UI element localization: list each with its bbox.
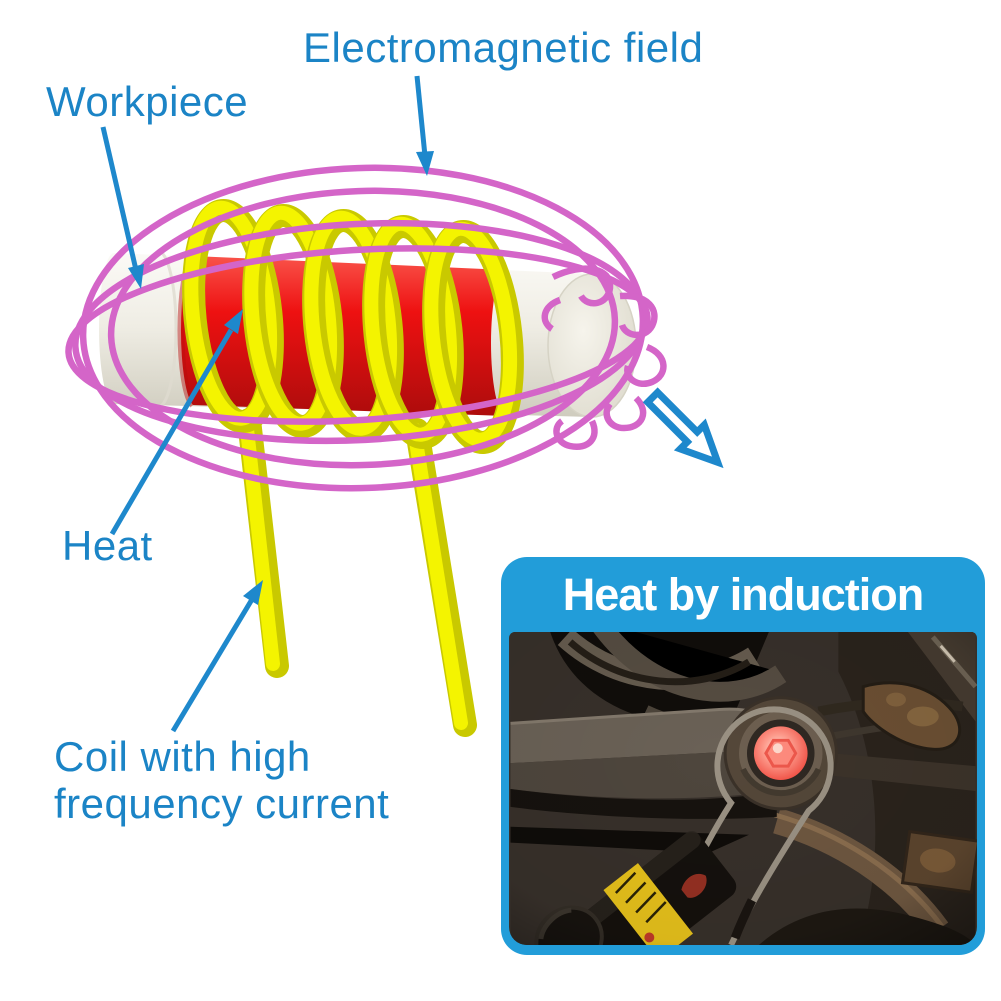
heat-arrow — [109, 309, 243, 536]
inset-photo — [509, 632, 977, 945]
coil-label-line1: Coil with high — [54, 733, 311, 780]
inset-photo-art — [510, 632, 977, 945]
direction-arrow-icon — [642, 387, 724, 469]
electromagnetic-field-arrow — [414, 75, 434, 176]
inset-panel: Heat by induction — [501, 557, 985, 955]
coil-label: Coil with high frequency current — [54, 733, 389, 827]
heat-label: Heat — [62, 522, 153, 569]
inset-title: Heat by induction — [562, 569, 925, 620]
field-lines — [65, 164, 667, 492]
coil-label-line2: frequency current — [54, 780, 390, 827]
coil-legs — [237, 408, 477, 737]
workpiece-label: Workpiece — [46, 78, 249, 125]
field-line-hooks — [541, 265, 667, 451]
workpiece-arrow — [100, 126, 144, 289]
coil-arrow — [170, 580, 263, 733]
electromagnetic-field-label: Electromagnetic field — [303, 24, 704, 71]
